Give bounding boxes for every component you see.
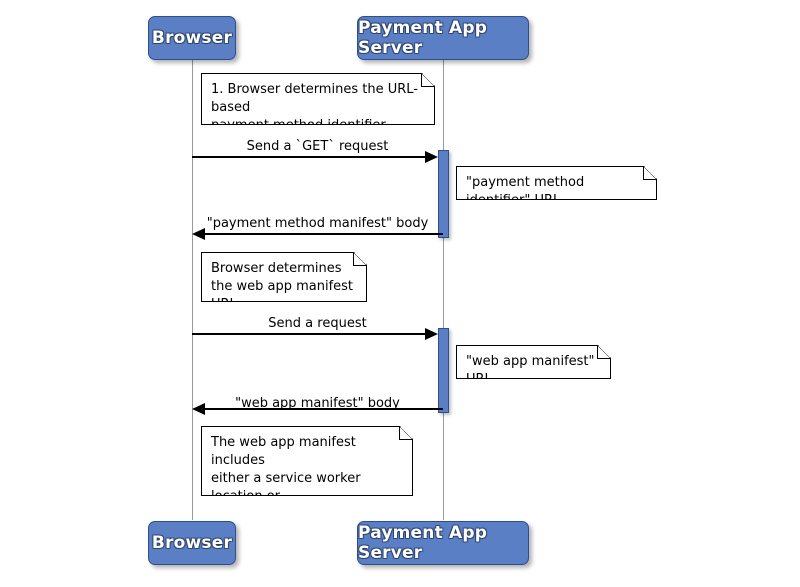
note-web-app-manifest-url: "web app manifest" URL: [456, 345, 611, 379]
arrow-head-payment-method-manifest-body: [192, 228, 205, 240]
note-url-based-payment-method-identifier: 1. Browser determines the URL-based paym…: [201, 73, 435, 125]
participant-payment-app-server-top-label: Payment App Server: [358, 18, 488, 58]
message-line-send-a-request: [192, 333, 431, 335]
activation-bar-server-2: [438, 328, 449, 413]
arrow-head-send-get-request: [425, 151, 438, 163]
message-line-payment-method-manifest-body: [204, 233, 443, 235]
note-payment-method-identifier-url: "payment method identifier" URL: [456, 166, 657, 200]
message-line-send-get-request: [192, 156, 431, 158]
message-label-web-app-manifest-body: "web app manifest" body: [235, 396, 400, 411]
message-label-send-get-request: Send a `GET` request: [246, 139, 389, 154]
participant-payment-app-server-top[interactable]: Payment App Server: [357, 16, 529, 60]
participant-browser-bottom[interactable]: Browser: [148, 521, 236, 565]
note-web-app-manifest-url-text: "web app manifest" URL: [466, 354, 595, 387]
participant-payment-app-server-bottom-label: Payment App Server: [358, 523, 488, 563]
note-browser-determines-web-app-manifest-url: Browser determines the web app manifest …: [201, 252, 367, 302]
note-url-based-payment-method-identifier-text: 1. Browser determines the URL-based paym…: [211, 82, 418, 133]
participant-browser-bottom-label: Browser: [151, 533, 233, 553]
arrow-head-send-a-request: [425, 328, 438, 340]
participant-browser-top[interactable]: Browser: [148, 16, 236, 60]
note-payment-method-identifier-url-text: "payment method identifier" URL: [466, 175, 585, 208]
lifeline-payment-app-server: [443, 60, 444, 520]
participant-browser-top-label: Browser: [151, 28, 233, 48]
lifeline-browser: [192, 60, 193, 520]
participant-payment-app-server-bottom[interactable]: Payment App Server: [357, 521, 529, 565]
message-line-web-app-manifest-body: [204, 408, 443, 410]
message-label-payment-method-manifest-body: "payment method manifest" body: [206, 216, 429, 231]
activation-bar-server-1: [438, 150, 449, 238]
note-browser-determines-web-app-manifest-url-text: Browser determines the web app manifest …: [211, 261, 354, 312]
note-web-app-manifest-includes: The web app manifest includes either a s…: [201, 426, 413, 496]
arrow-head-web-app-manifest-body: [192, 403, 205, 415]
message-label-send-a-request: Send a request: [268, 316, 367, 331]
